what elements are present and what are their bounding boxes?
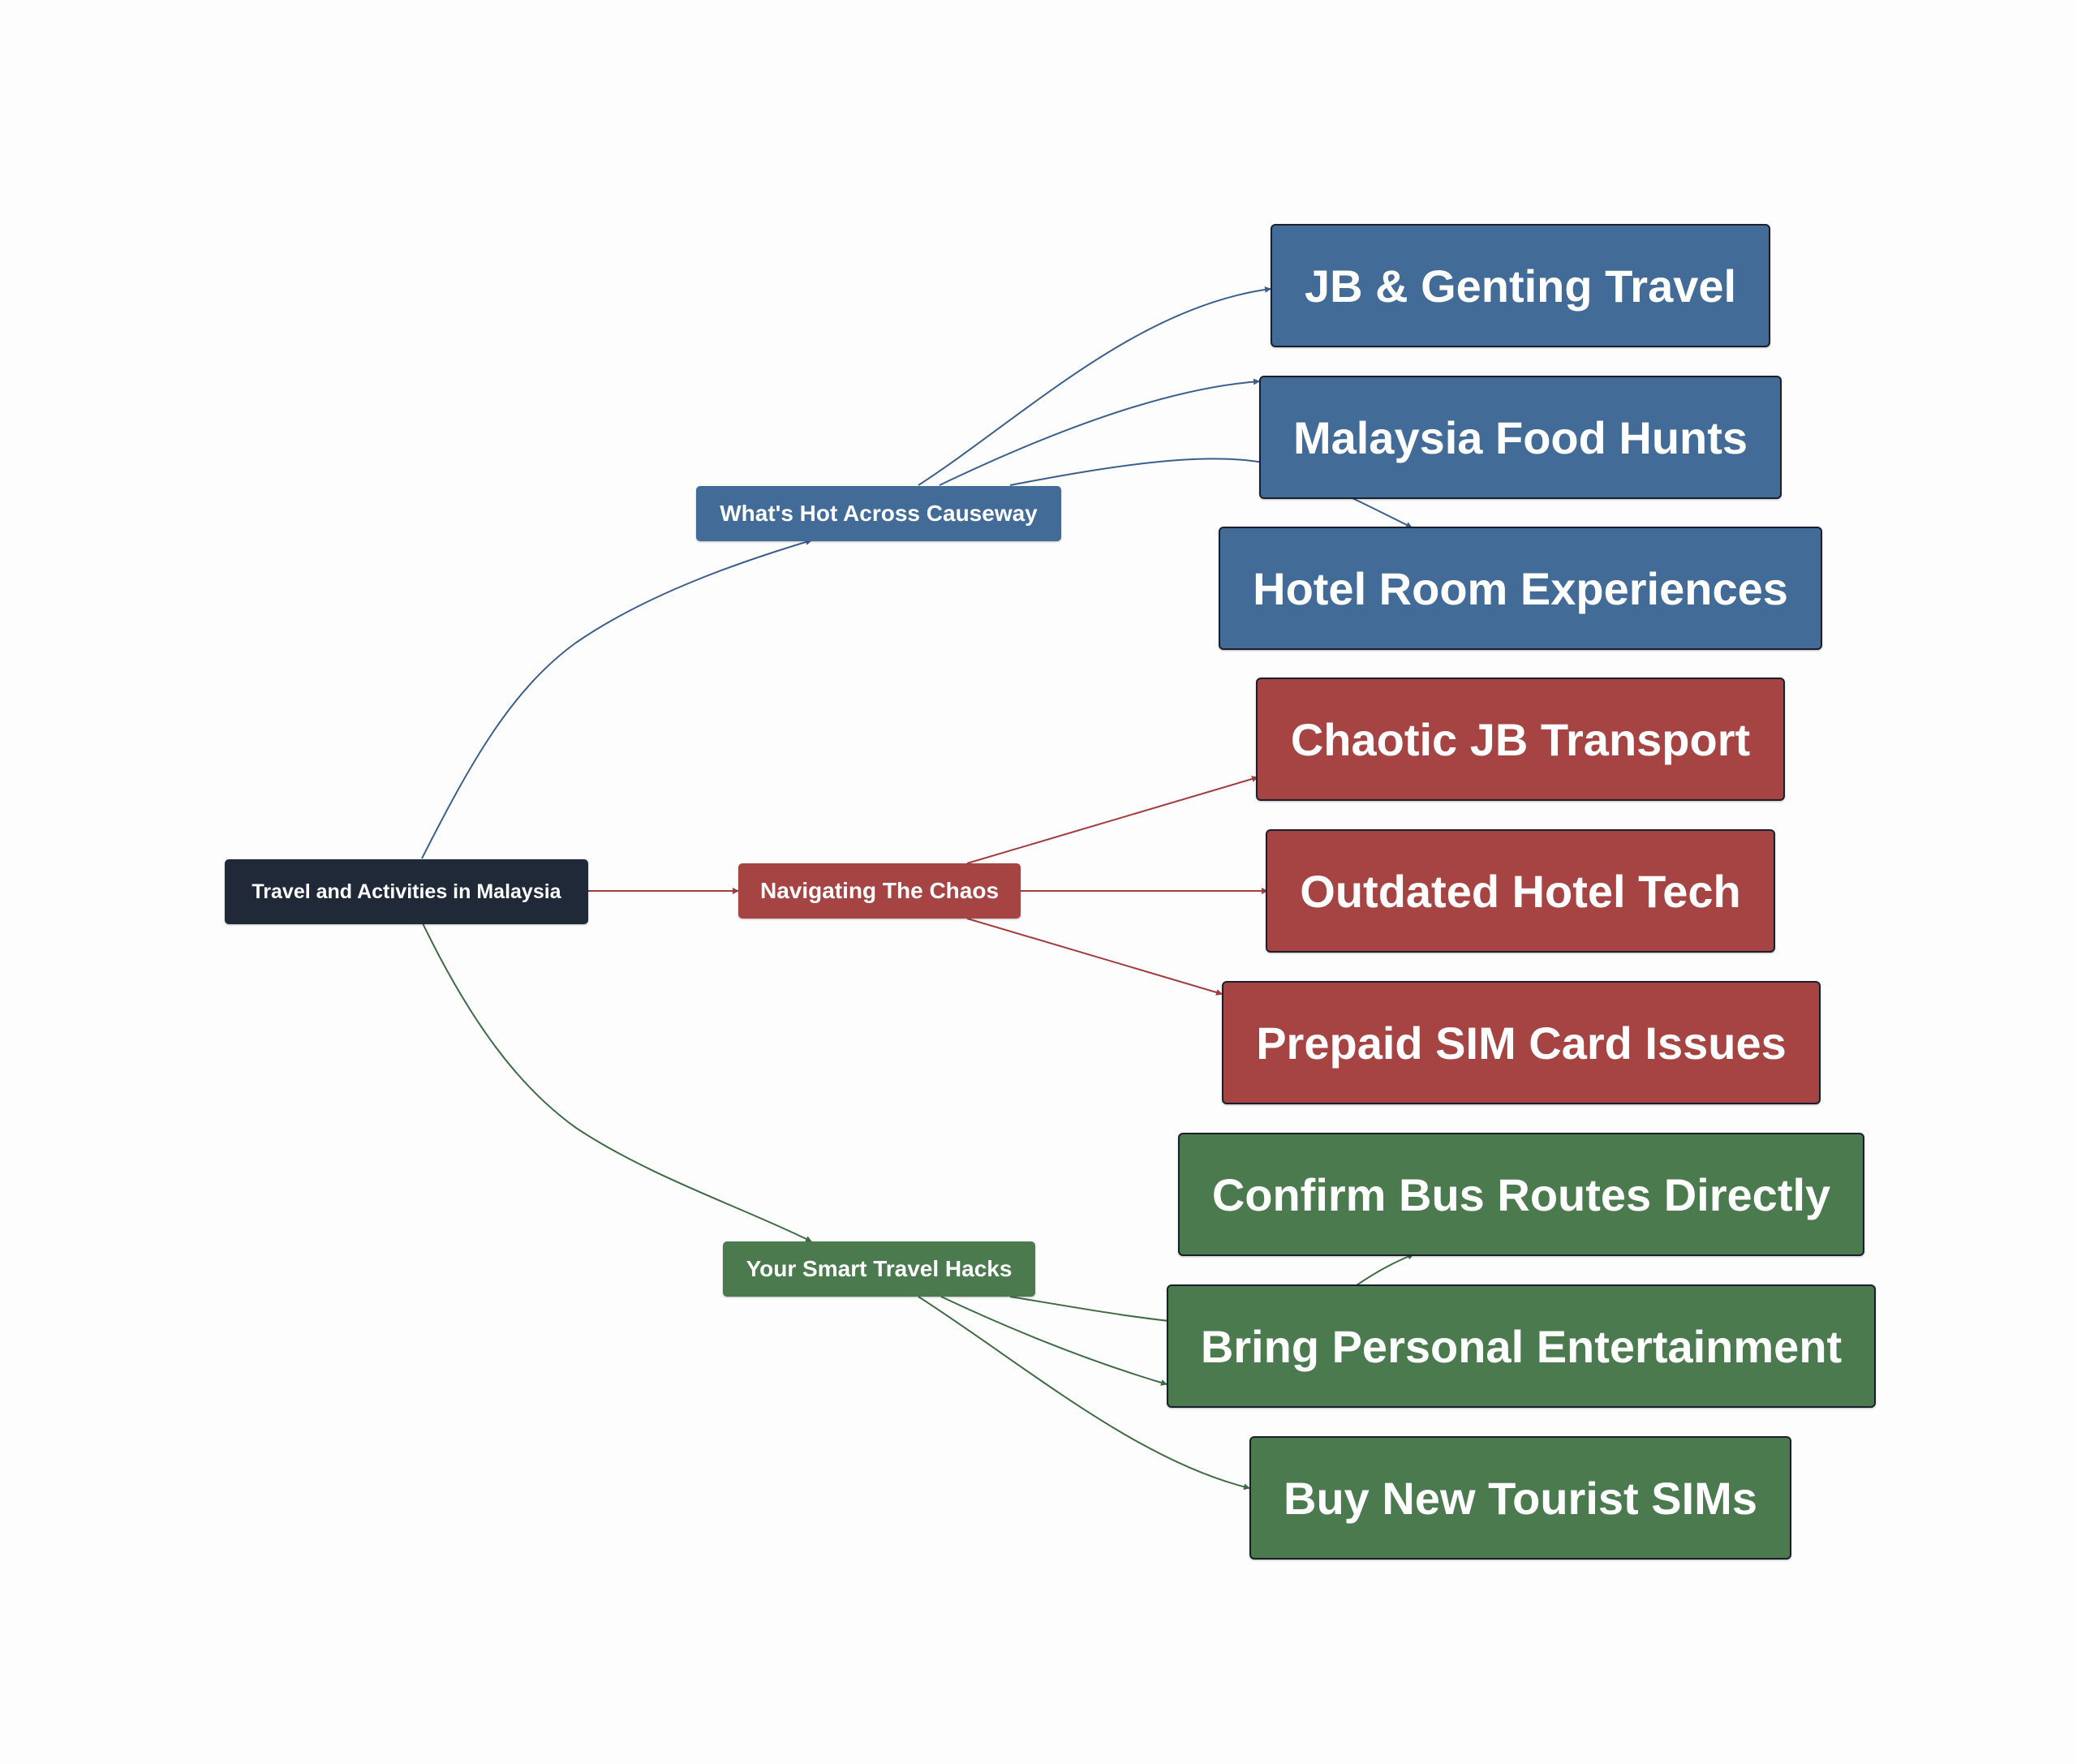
leaf-node-label: Malaysia Food Hunts (1292, 411, 1748, 463)
edge-root-to-smart-hacks (421, 921, 812, 1242)
leaf-node-label: Confirm Bus Routes Directly (1211, 1168, 1831, 1220)
leaf-node-outdated-hotel-tech[interactable]: Outdated Hotel Tech (1266, 829, 1775, 953)
leaf-node-label: JB & Genting Travel (1304, 260, 1737, 312)
branch-node-label: Navigating The Chaos (759, 878, 1000, 903)
leaf-node-label: Bring Personal Entertainment (1200, 1320, 1843, 1372)
leaf-node-jb-genting-travel[interactable]: JB & Genting Travel (1271, 224, 1770, 347)
edge-smart-hacks-to-tourist-sims (918, 1296, 1250, 1491)
leaf-node-label: Prepaid SIM Card Issues (1256, 1017, 1787, 1069)
edge-navigating-to-sim-issues (966, 918, 1223, 996)
leaf-node-label: Buy New Tourist SIMs (1284, 1472, 1757, 1524)
edge-smart-hacks-to-entertainment (940, 1296, 1168, 1386)
leaf-node-chaotic-jb-transport[interactable]: Chaotic JB Transport (1256, 678, 1785, 801)
leaf-node-malaysia-food-hunts[interactable]: Malaysia Food Hunts (1259, 376, 1782, 499)
edge-whats-hot-to-jb-genting (918, 286, 1271, 486)
edge-navigating-to-chaotic-transport (966, 776, 1258, 864)
branch-node-label: Your Smart Travel Hacks (746, 1256, 1013, 1281)
edge-whats-hot-to-food-hunts (939, 378, 1260, 486)
branch-node-smart-hacks[interactable]: Your Smart Travel Hacks (723, 1241, 1035, 1297)
branch-node-whats-hot[interactable]: What's Hot Across Causeway (696, 486, 1061, 541)
leaf-node-hotel-room-experiences[interactable]: Hotel Room Experiences (1219, 527, 1822, 650)
edge-root-to-whats-hot (421, 539, 812, 859)
leaf-node-bring-personal-entertainment[interactable]: Bring Personal Entertainment (1167, 1284, 1876, 1408)
root-node[interactable]: Travel and Activities in Malaysia (225, 859, 588, 924)
root-node-label: Travel and Activities in Malaysia (252, 880, 561, 903)
leaf-node-buy-new-tourist-sims[interactable]: Buy New Tourist SIMs (1249, 1436, 1791, 1560)
leaf-node-confirm-bus-routes[interactable]: Confirm Bus Routes Directly (1178, 1133, 1864, 1256)
leaf-node-prepaid-sim-card-issues[interactable]: Prepaid SIM Card Issues (1222, 981, 1821, 1104)
leaf-node-label: Chaotic JB Transport (1290, 713, 1751, 765)
leaf-node-label: Hotel Room Experiences (1253, 562, 1788, 614)
leaf-node-label: Outdated Hotel Tech (1300, 865, 1741, 917)
branch-node-navigating[interactable]: Navigating The Chaos (738, 863, 1021, 919)
branch-node-label: What's Hot Across Causeway (720, 501, 1038, 526)
